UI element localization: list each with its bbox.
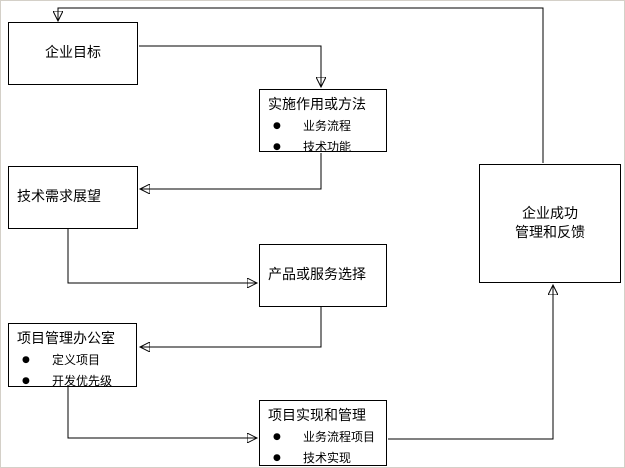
- bullet-icon: ●: [22, 355, 30, 366]
- list-item: ● 业务流程: [268, 119, 384, 135]
- node-tech-requirements-outlook: 技术需求展望: [8, 166, 138, 229]
- bullet-icon: ●: [273, 452, 281, 463]
- list-item: ● 技术功能: [268, 139, 384, 152]
- connector-success-to-goal: [58, 7, 544, 163]
- connector-product-to-pmo: [141, 307, 322, 347]
- connector-pmo-to-implementation: [67, 387, 256, 438]
- connector-tech-outlook-to-product: [67, 229, 256, 283]
- success-label-line2: 管理和反馈: [515, 224, 585, 241]
- node-project-implementation-management-title: 项目实现和管理: [268, 408, 366, 424]
- list-item: ● 业务流程项目: [268, 430, 384, 446]
- bullet-label: 定义项目: [52, 353, 101, 368]
- node-enterprise-goal-label: 企业目标: [45, 45, 101, 62]
- connector-goal-to-methods: [139, 45, 321, 86]
- bullet-icon: ●: [273, 432, 281, 443]
- bullet-label: 技术功能: [303, 139, 352, 152]
- node-product-service-selection: 产品或服务选择: [259, 244, 387, 307]
- node-project-management-office-title: 项目管理办公室: [17, 331, 115, 347]
- list-item: ● 技术实现: [268, 450, 384, 465]
- bullet-icon: ●: [22, 375, 30, 386]
- node-tech-requirements-outlook-label: 技术需求展望: [17, 189, 101, 206]
- node-enterprise-success-feedback-label: 企业成功 管理和反馈: [515, 205, 585, 243]
- bullet-label: 业务流程项目: [303, 430, 376, 445]
- bullet-label: 开发优先级: [52, 373, 113, 387]
- node-project-implementation-management: 项目实现和管理 ● 业务流程项目 ● 技术实现: [259, 400, 387, 466]
- node-enterprise-success-feedback: 企业成功 管理和反馈: [479, 164, 621, 283]
- list-item: ● 开发优先级: [17, 373, 134, 387]
- node-product-service-selection-label: 产品或服务选择: [268, 267, 366, 284]
- bullet-label: 技术实现: [303, 450, 352, 465]
- connector-methods-to-tech-outlook: [141, 153, 322, 189]
- list-item: ● 定义项目: [17, 353, 134, 369]
- success-label-line1: 企业成功: [522, 205, 578, 222]
- node-implementation-methods: 实施作用或方法 ● 业务流程 ● 技术功能: [259, 89, 387, 152]
- bullet-icon: ●: [273, 141, 281, 152]
- node-enterprise-goal: 企业目标: [8, 22, 138, 85]
- bullet-label: 业务流程: [303, 119, 352, 134]
- node-project-management-office: 项目管理办公室 ● 定义项目 ● 开发优先级: [8, 323, 137, 387]
- bullet-icon: ●: [273, 121, 281, 132]
- node-implementation-methods-title: 实施作用或方法: [268, 97, 366, 113]
- connector-implementation-to-success: [388, 286, 553, 440]
